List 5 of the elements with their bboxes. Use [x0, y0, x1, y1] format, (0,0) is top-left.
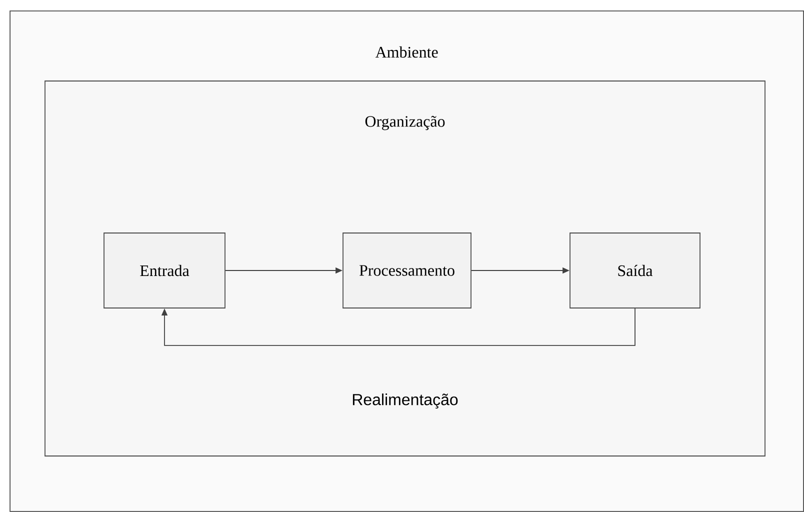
process-box: Processamento: [342, 232, 472, 308]
process-box: Saída: [570, 232, 700, 308]
arrow: [161, 308, 636, 346]
edge-label: Realimentação: [352, 394, 458, 408]
process-box: Entrada: [104, 232, 226, 308]
